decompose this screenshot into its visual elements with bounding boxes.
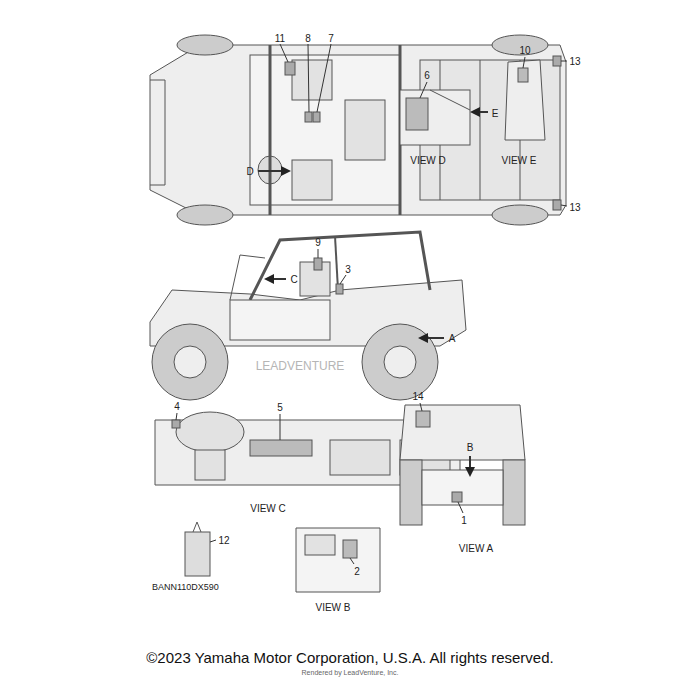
callout-number: 1 — [461, 515, 467, 526]
callout-number: 4 — [174, 401, 180, 412]
view-arrow-letter: D — [246, 166, 253, 177]
view-arrow-letter: E — [492, 108, 499, 119]
view-title: VIEW C — [250, 503, 286, 514]
callout-number: 12 — [218, 535, 229, 546]
view-title: VIEW E — [501, 155, 536, 166]
callout-number: 9 — [315, 237, 321, 248]
callout-number: 14 — [412, 391, 423, 402]
callout-number: 7 — [328, 33, 334, 44]
render-credit: Rendered by LeadVenture, Inc. — [302, 669, 399, 677]
callout-number: 10 — [519, 45, 530, 56]
callout-number: 3 — [345, 264, 351, 275]
view-title: VIEW B — [315, 602, 350, 613]
view-arrow-letter: B — [467, 442, 474, 453]
view-arrow-letter: C — [290, 274, 297, 285]
callout-number: 8 — [305, 33, 311, 44]
view-title: VIEW D — [410, 155, 446, 166]
callout-number: 5 — [277, 402, 283, 413]
callout-number: 11 — [275, 33, 285, 44]
view-title: VIEW A — [459, 543, 493, 554]
callout-number: 6 — [424, 70, 430, 81]
callout-number: 13 — [569, 56, 580, 67]
drawing-code: BANN110DX590 — [152, 583, 219, 593]
callout-number: 13 — [569, 202, 580, 213]
watermark: LEADVENTURE — [256, 360, 345, 373]
view-arrow-letter: A — [449, 333, 456, 344]
copyright-caption: ©2023 Yamaha Motor Corporation, U.S.A. A… — [146, 650, 553, 667]
callout-number: 2 — [354, 566, 360, 577]
